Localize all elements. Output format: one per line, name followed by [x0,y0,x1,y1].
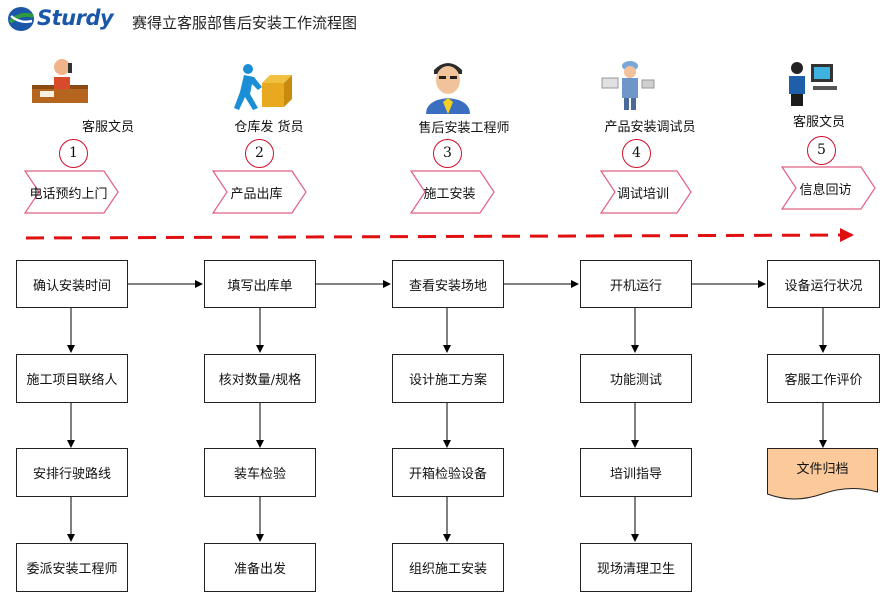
process-box-fill-outbound-form: 填写出库单 [204,260,316,308]
process-box-loading-inspection: 装车检验 [204,448,316,497]
banner-arrow-shape [410,170,495,214]
process-box-confirm-install-time: 确认安装时间 [16,260,128,308]
process-box-power-on: 开机运行 [580,260,692,308]
process-box-prepare-departure: 准备出发 [204,543,316,592]
installer-worker-icon [601,61,655,110]
process-box-plan-route: 安排行驶路线 [16,448,128,497]
computer-clerk-icon [789,62,837,106]
process-box-unpack-inspect: 开箱检验设备 [392,448,504,497]
step-banner-4: 调试培训 [600,170,692,214]
dashed-progress-arrow [25,228,854,243]
step-number-5: 5 [807,136,836,165]
process-box-project-contact: 施工项目联络人 [16,354,128,403]
role-customer-service-clerk: 客服文员 [81,120,134,135]
page-title: 赛得立客服部售后安装工作流程图 [132,14,358,32]
process-box-design-plan: 设计施工方案 [392,354,504,403]
step-number-3: 3 [433,139,462,168]
step-banner-1: 电话预约上门 [24,170,119,214]
role-customer-service-clerk-followup: 客服文员 [792,115,845,130]
step-number-4: 4 [622,139,651,168]
document-shape [767,448,878,500]
banner-arrow-shape [212,170,307,214]
logo-swoosh-icon [8,7,34,31]
process-box-equipment-status: 设备运行状况 [767,260,880,308]
role-installation-engineer: 售后安装工程师 [418,121,510,136]
banner-arrow-shape [24,170,119,214]
process-box-survey-site: 查看安装场地 [392,260,504,308]
step-banner-3: 施工安装 [410,170,495,214]
process-box-training: 培训指导 [580,448,692,497]
process-box-site-cleanup: 现场清理卫生 [580,543,692,592]
banner-arrow-shape [600,170,692,214]
banner-arrow-shape [781,166,876,210]
role-warehouse-shipper: 仓库发 货员 [234,120,304,135]
step-label-5: 信息回访 [799,182,852,198]
step-label-4: 调试培训 [616,186,669,202]
step-label-3: 施工安装 [423,186,476,202]
role-commissioning-technician: 产品安装调试员 [604,120,696,135]
engineer-portrait-icon [426,63,470,114]
process-box-function-test: 功能测试 [580,354,692,403]
logo-text: Sturdy [37,6,114,30]
step-number-2: 2 [245,139,274,168]
step-number-1: 1 [59,139,88,168]
process-box-service-evaluation: 客服工作评价 [767,354,880,403]
document-archive-label: 文件归档 [796,462,849,477]
step-label-1: 电话预约上门 [29,186,108,202]
step-banner-2: 产品出库 [212,170,307,214]
sturdy-logo: Sturdy [6,4,126,34]
warehouse-worker-icon [234,64,292,110]
receptionist-phone-icon [32,59,88,103]
process-box-check-quantity-spec: 核对数量/规格 [204,354,316,403]
document-archive: 文件归档 [767,448,878,506]
step-label-2: 产品出库 [230,186,283,202]
step-banner-5: 信息回访 [781,166,876,210]
process-box-organize-installation: 组织施工安装 [392,543,504,592]
process-box-assign-engineer: 委派安装工程师 [16,543,128,592]
